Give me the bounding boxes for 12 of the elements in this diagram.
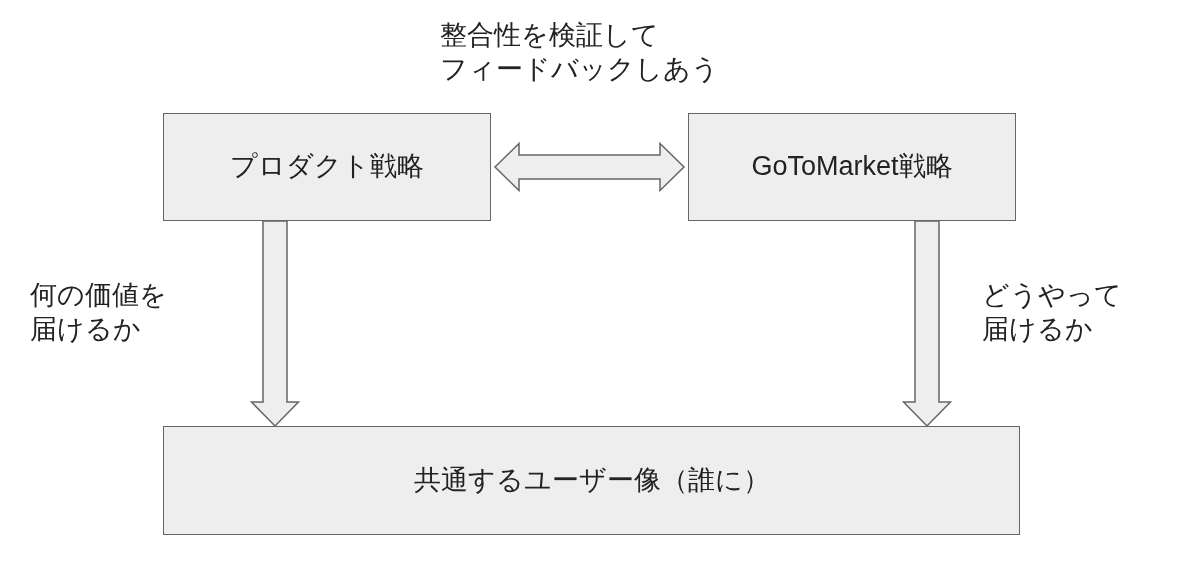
box-label: 共通するユーザー像（誰に） (413, 463, 770, 497)
box-label: GoToMarket戦略 (751, 150, 953, 184)
edge-label: どうやって届けるか (982, 279, 1123, 346)
block-arrow (249, 220, 301, 428)
box-label: プロダクト戦略 (230, 150, 424, 184)
block-arrow (901, 220, 953, 428)
edge-label: 何の価値を届けるか (30, 279, 168, 346)
process-box (163, 113, 491, 221)
edge-label: 整合性を検証してフィードバックしあう (440, 19, 720, 86)
process-box (163, 426, 1020, 535)
double-block-arrow (493, 141, 686, 193)
process-box (688, 113, 1016, 221)
